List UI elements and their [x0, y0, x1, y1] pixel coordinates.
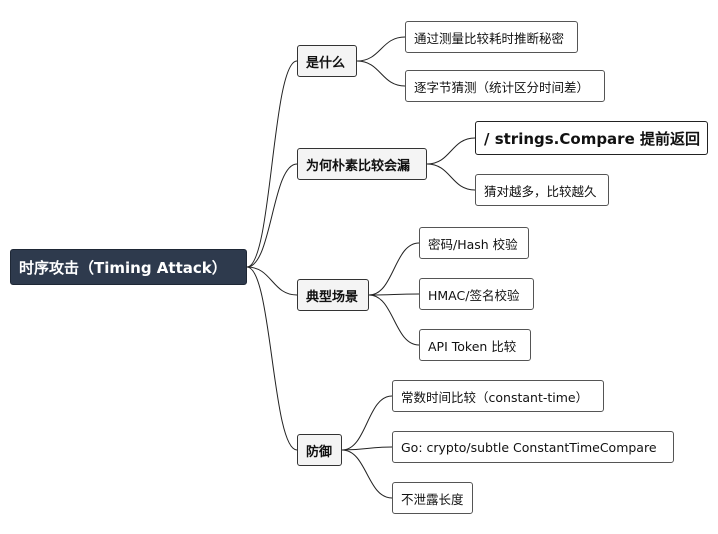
link-scenario-1 [368, 242, 420, 296]
leaf-defense-3: 不泄露长度 [392, 482, 473, 514]
leaf-scenario-2: HMAC/签名校验 [419, 278, 534, 310]
link-defense-3 [341, 449, 393, 499]
leaf-defense-1: 常数时间比较（constant-time） [392, 380, 604, 412]
link-why-1 [426, 137, 476, 165]
link-what-1 [356, 36, 406, 62]
link-root-scenarios [246, 266, 298, 296]
leaf-scenario-1: 密码/Hash 校验 [419, 227, 529, 259]
leaf-why-1: / strings.Compare 提前返回 [475, 121, 708, 155]
root-node: 时序攻击（Timing Attack） [10, 249, 247, 285]
link-why-2 [426, 163, 476, 191]
leaf-what-2: 逐字节猜测（统计区分时间差） [405, 70, 605, 102]
leaf-what-1: 通过测量比较耗时推断秘密 [405, 21, 578, 53]
leaf-why-2: 猜对越多，比较越久 [475, 174, 609, 206]
branch-why-naive-compare-leaks: 为何朴素比较会漏 [297, 148, 427, 180]
link-scenario-3 [368, 294, 420, 346]
link-root-why [246, 163, 298, 268]
branch-what-is-it: 是什么 [297, 45, 357, 77]
leaf-scenario-3: API Token 比较 [419, 329, 531, 361]
link-what-2 [356, 60, 406, 87]
leaf-defense-2: Go: crypto/subtle ConstantTimeCompare [392, 431, 674, 463]
link-root-what [246, 60, 298, 268]
link-scenario-2 [368, 293, 420, 296]
link-root-defense [246, 266, 298, 451]
link-defense-2 [341, 446, 393, 451]
link-defense-1 [341, 395, 393, 451]
branch-typical-scenarios: 典型场景 [297, 279, 369, 311]
branch-defense: 防御 [297, 434, 342, 466]
